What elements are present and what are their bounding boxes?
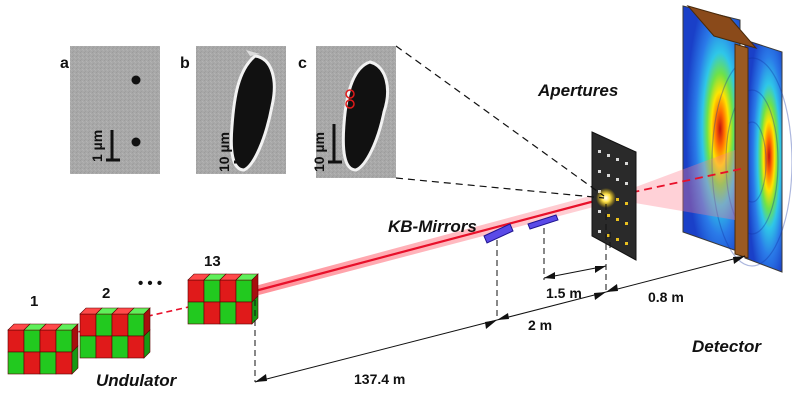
distance-137-4-m: 137.4 m xyxy=(354,371,405,387)
distance-1-5-m: 1.5 m xyxy=(546,285,582,301)
panel-a-scale: 1 µm xyxy=(89,130,105,162)
aperture-hole xyxy=(625,182,628,185)
magnet-block xyxy=(127,335,145,359)
undulator xyxy=(7,273,259,375)
detector-label: Detector xyxy=(692,337,762,356)
aperture-hole xyxy=(616,198,619,201)
sem-panel-c xyxy=(316,46,396,178)
dim-137-4 xyxy=(254,319,498,383)
detector xyxy=(682,5,792,273)
magnet-block xyxy=(235,301,253,325)
undulator-stack xyxy=(7,323,79,375)
dim-0-8m xyxy=(605,255,746,293)
aperture-hole xyxy=(607,154,610,157)
aperture-hole xyxy=(616,218,619,221)
aperture-hole xyxy=(625,202,628,205)
marked-aperture-1 xyxy=(345,89,355,99)
aperture-plate xyxy=(591,131,637,261)
distance-2-m: 2 m xyxy=(528,317,552,333)
magnet-block-side xyxy=(143,329,151,359)
aperture-hole xyxy=(625,242,628,245)
magnet-block xyxy=(187,301,205,325)
undulator-section-1: 1 xyxy=(30,293,38,310)
undulator-stack xyxy=(187,273,259,325)
panel-b-letter: b xyxy=(180,55,190,72)
kb-mirrors-label: KB-Mirrors xyxy=(388,217,477,236)
aperture-hole xyxy=(625,162,628,165)
distance-0-8-m: 0.8 m xyxy=(648,289,684,305)
kb-mirror-1 xyxy=(483,223,514,244)
dim-2m xyxy=(496,291,607,321)
kb-mirrors xyxy=(483,214,559,244)
undulator-section-13: 13 xyxy=(204,253,221,270)
magnet-block xyxy=(111,335,129,359)
magnet-block xyxy=(39,351,57,375)
aperture-hole xyxy=(607,234,610,237)
magnet-block xyxy=(23,351,41,375)
magnet-block xyxy=(127,313,145,337)
magnet-block-side xyxy=(71,345,79,375)
sem-panel-a xyxy=(70,46,160,174)
aperture-hole xyxy=(607,174,610,177)
kb-mirror-2 xyxy=(527,214,559,230)
magnet-block xyxy=(203,279,221,303)
magnet-block xyxy=(111,313,129,337)
zoom-lines xyxy=(395,45,605,199)
sem-panel-b xyxy=(196,46,286,174)
magnet-block xyxy=(79,335,97,359)
aperture-hole xyxy=(607,214,610,217)
undulator-section-2: 2 xyxy=(102,285,110,302)
magnet-block xyxy=(7,351,25,375)
magnet-block xyxy=(79,313,97,337)
undulator-stack xyxy=(79,307,151,359)
magnet-block xyxy=(203,301,221,325)
magnet-block xyxy=(23,329,41,353)
magnet-block xyxy=(55,329,73,353)
aperture-hole xyxy=(625,222,628,225)
beam-to-detector xyxy=(605,167,746,199)
aperture-hole xyxy=(616,238,619,241)
focus-spot xyxy=(596,188,616,208)
diffracted-cone xyxy=(606,150,735,220)
aperture-hole xyxy=(616,178,619,181)
detector-frame-top xyxy=(686,5,758,49)
magnet-block xyxy=(7,329,25,353)
magnet-block xyxy=(55,351,73,375)
aperture-hole xyxy=(598,210,601,213)
magnet-block xyxy=(219,301,237,325)
detector-frame-bar xyxy=(734,43,749,259)
beam-core xyxy=(254,196,607,293)
magnet-block xyxy=(219,279,237,303)
detector-right-panel xyxy=(744,39,783,273)
magnet-block xyxy=(235,279,253,303)
panel-b-scale: 10 µm xyxy=(216,132,232,172)
diffraction-rings xyxy=(711,57,792,267)
aperture-hole xyxy=(598,170,601,173)
aperture-hole xyxy=(598,230,601,233)
magnet-block xyxy=(187,279,205,303)
panel-c-scale: 10 µm xyxy=(311,132,327,172)
panel-a-letter: a xyxy=(60,55,69,72)
apertures-label: Apertures xyxy=(537,81,618,100)
undulator-ellipsis: • • • xyxy=(138,275,162,292)
aperture-hole xyxy=(616,158,619,161)
magnet-block xyxy=(95,313,113,337)
aperture-hole xyxy=(598,150,601,153)
panel-c-letter: c xyxy=(298,55,307,72)
dimension-arrowheads xyxy=(255,256,745,382)
magnet-block xyxy=(39,329,57,353)
marked-aperture-2 xyxy=(345,99,355,109)
dimension-lines xyxy=(254,204,746,383)
undulator-label: Undulator xyxy=(96,371,178,390)
magnet-block xyxy=(95,335,113,359)
